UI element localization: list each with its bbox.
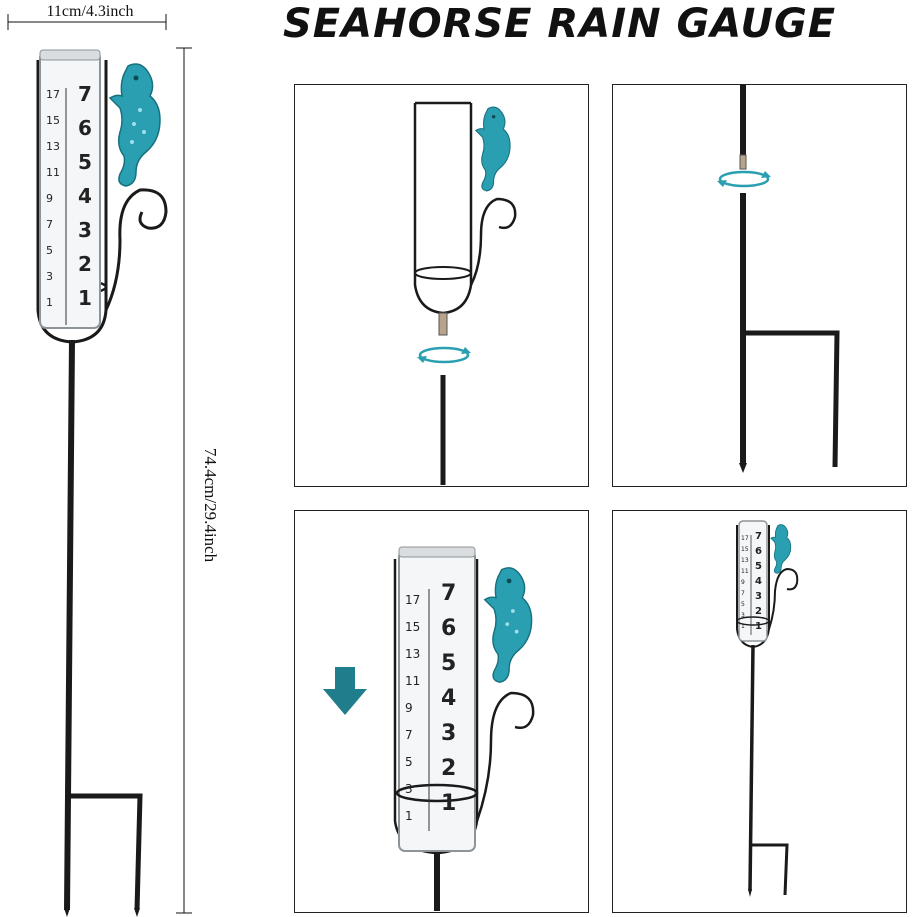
- minor-tick-label: 17: [741, 535, 749, 542]
- major-tick-label: 3: [441, 721, 457, 746]
- major-tick-label: 4: [755, 576, 762, 587]
- minor-scale: 17 15 13 11 9 7 5 3 1: [405, 593, 429, 833]
- major-scale: 7 6 5 4 3 2 1: [755, 531, 767, 635]
- minor-tick-label: 7: [46, 218, 53, 231]
- major-tick-label: 5: [441, 651, 457, 676]
- major-tick-label: 5: [755, 561, 762, 572]
- major-tick-label: 7: [78, 82, 92, 106]
- major-tick-label: 7: [755, 531, 762, 542]
- major-tick-label: 4: [441, 686, 457, 711]
- major-tick-label: 1: [441, 791, 457, 816]
- minor-tick-label: 3: [741, 612, 745, 619]
- minor-tick-label: 5: [741, 601, 745, 608]
- panel-complete-gauge: 17 15 13 11 9 7 5 3 1 7 6 5 4 3 2 1: [612, 510, 907, 913]
- major-tick-label: 3: [78, 218, 92, 242]
- panel-stake-assembly: [612, 84, 907, 487]
- panel-holder-assembly: [294, 84, 589, 487]
- minor-tick-label: 1: [741, 623, 745, 630]
- rotate-icon: [717, 170, 771, 188]
- seahorse-icon: [483, 567, 533, 683]
- minor-tick-label: 9: [405, 701, 413, 715]
- minor-tick-label: 1: [46, 296, 53, 309]
- main-gauge-illustration: 17 15 13 11 9 7 5 3 1 7 6 5 4 3 2 1: [0, 40, 180, 917]
- minor-scale: 17 15 13 11 9 7 5 3 1: [46, 88, 70, 318]
- minor-tick-label: 17: [405, 593, 421, 607]
- major-scale: 7 6 5 4 3 2 1: [441, 581, 467, 831]
- height-dimension-label: 74.4cm/29.4inch: [201, 447, 220, 563]
- major-tick-label: 3: [755, 591, 762, 602]
- major-tick-label: 4: [78, 184, 92, 208]
- minor-tick-label: 3: [405, 782, 413, 796]
- minor-tick-label: 5: [46, 244, 53, 257]
- major-tick-label: 1: [755, 621, 762, 632]
- major-tick-label: 6: [78, 116, 92, 140]
- minor-tick-label: 7: [405, 728, 413, 742]
- minor-tick-label: 9: [46, 192, 53, 205]
- minor-tick-label: 13: [405, 647, 421, 661]
- minor-tick-label: 9: [741, 579, 745, 586]
- major-tick-label: 1: [78, 286, 92, 310]
- page-title: SEAHORSE RAIN GAUGE: [283, 1, 837, 47]
- minor-tick-label: 15: [741, 546, 749, 553]
- rotate-icon: [417, 346, 471, 364]
- width-dimension-label: 11cm/4.3inch: [46, 3, 134, 20]
- major-tick-label: 5: [78, 150, 92, 174]
- major-tick-label: 6: [441, 616, 457, 641]
- minor-tick-label: 5: [405, 755, 413, 769]
- major-tick-label: 2: [78, 252, 92, 276]
- minor-tick-label: 13: [741, 557, 749, 564]
- major-tick-label: 2: [441, 756, 457, 781]
- minor-tick-label: 3: [46, 270, 53, 283]
- minor-scale: 17 15 13 11 9 7 5 3 1: [741, 535, 751, 635]
- down-arrow-icon: [323, 667, 367, 715]
- minor-tick-label: 13: [46, 140, 60, 153]
- major-tick-label: 6: [755, 546, 762, 557]
- major-tick-label: 7: [441, 581, 457, 606]
- major-scale: 7 6 5 4 3 2 1: [78, 82, 98, 312]
- major-tick-label: 2: [755, 606, 762, 617]
- minor-tick-label: 11: [405, 674, 421, 688]
- seahorse-icon: [770, 524, 792, 574]
- minor-tick-label: 11: [46, 166, 60, 179]
- panel-insert-tube: 17 15 13 11 9 7 5 3 1 7 6 5 4 3 2 1: [294, 510, 589, 913]
- minor-tick-label: 15: [405, 620, 421, 634]
- minor-tick-label: 15: [46, 114, 60, 127]
- seahorse-icon: [108, 63, 161, 187]
- minor-tick-label: 17: [46, 88, 60, 101]
- minor-tick-label: 7: [741, 590, 745, 597]
- minor-tick-label: 1: [405, 809, 413, 823]
- seahorse-icon: [474, 106, 511, 192]
- minor-tick-label: 11: [741, 568, 749, 575]
